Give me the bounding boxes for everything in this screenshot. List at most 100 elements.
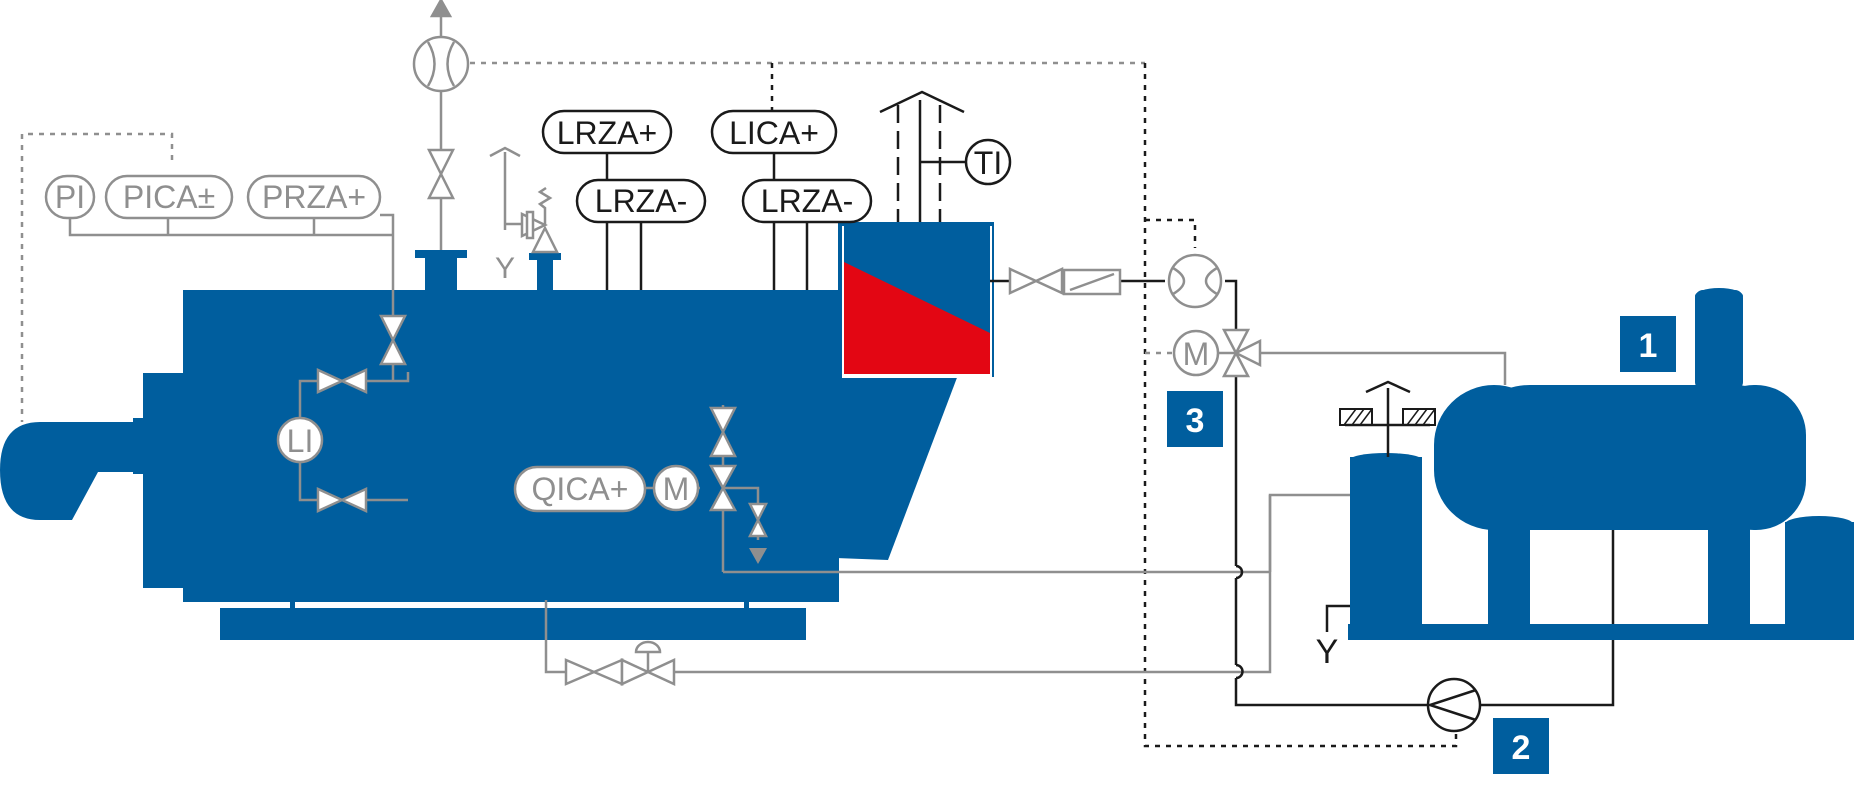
control-signal-lines — [20, 61, 1458, 748]
safety-valve-icon — [530, 225, 560, 254]
feed-line-meter-to-valve — [1225, 279, 1238, 330]
main-steam-nozzle — [425, 255, 457, 291]
badge-deaerator-box — [1620, 316, 1676, 372]
feed-water-line — [990, 253, 1615, 707]
tank-support-right — [1708, 525, 1750, 630]
bottom-blowdown — [544, 493, 1350, 686]
side-vessel — [1785, 522, 1854, 630]
lica-plus-bubble — [710, 109, 838, 155]
hatch-line — [1343, 408, 1357, 426]
level-instruments: LRZA+ LRZA- LICA+ LRZA- — [541, 109, 873, 290]
pressure-isolation-valve-icon — [378, 314, 408, 366]
safety-valve-flange — [529, 253, 561, 260]
pi-bubble — [44, 174, 96, 220]
steam-shutoff-valve-icon — [426, 148, 456, 200]
hatch-line — [1422, 408, 1436, 426]
feed-flow-meter-venturi — [1172, 266, 1218, 296]
level-gauge-assembly: LI — [270, 314, 410, 513]
burner-neck — [133, 418, 147, 474]
pump-suction-line — [1480, 530, 1615, 707]
badge-mixing-valve-box — [1167, 391, 1223, 447]
qica-plus-tag: QICA+ — [532, 471, 629, 507]
feed-line-crossover-2 — [1235, 663, 1244, 680]
feed-check-valve-icon — [1008, 267, 1064, 295]
condensate-vent-hood-icon — [1365, 380, 1411, 394]
badge-pump: 2 — [1493, 718, 1549, 774]
prza-bubble — [246, 174, 382, 220]
blowdown-control: QICA+ M — [513, 405, 1270, 574]
blowdown-upper-valve-icon — [708, 406, 738, 458]
mixing-valve-motor-icon — [1172, 329, 1220, 377]
pressure-impulse-line — [68, 215, 393, 237]
pressure-control-dotted-line — [20, 132, 174, 422]
vent-silencer-right-icon — [1402, 408, 1436, 426]
tank-drain-y-label: Y — [1316, 633, 1339, 671]
feed-flow-meter-icon — [1167, 253, 1223, 309]
feed-pump-icon — [1426, 677, 1482, 733]
blowdown-motor-icon — [652, 464, 700, 512]
lica-plus-tag: LICA+ — [729, 115, 819, 151]
base-support-1 — [290, 598, 295, 610]
economizer-heat-section — [844, 262, 990, 374]
steam-outlet-arrow-icon — [429, 0, 453, 18]
safety-valve-nozzle — [537, 258, 553, 291]
lrza-plus-bubble — [541, 109, 673, 155]
badge-mixing-valve: 3 — [1167, 391, 1223, 447]
blowdown-side-valve-icon — [747, 502, 769, 538]
safety-valve-assembly — [489, 146, 560, 254]
badge-mixing-valve-number: 3 — [1186, 402, 1205, 440]
mixing-valve-side-port-icon — [1233, 338, 1262, 368]
blowdown-motor-tag: M — [663, 471, 690, 507]
pressure-impulse-drop — [380, 213, 395, 320]
pressure-instruments: PI PICA± PRZA+ — [44, 174, 395, 320]
blowdown-mid-valve-icon — [708, 464, 738, 512]
steam-flow-meter-icon — [412, 35, 470, 93]
deaerator-tank — [1348, 288, 1854, 640]
badge-deaerator-number: 1 — [1639, 327, 1658, 365]
badge-pump-box — [1493, 718, 1549, 774]
hatch-line — [1359, 408, 1373, 426]
main-steam-flange — [415, 250, 467, 258]
feed-pump-triangle — [1425, 688, 1477, 722]
lrza-minus-1-tag: LRZA- — [595, 183, 687, 219]
level-gauge-bottom-valve-icon — [316, 487, 368, 513]
steam-flow-meter-venturi — [426, 41, 456, 87]
steam-boiler — [0, 250, 958, 640]
li-tag: LI — [287, 423, 314, 459]
side-vessel-top — [1785, 516, 1853, 532]
condensate-vessel-top — [1350, 453, 1422, 467]
tank-vessel-left-cap — [1434, 385, 1554, 530]
safety-valve-y-label: Y — [495, 252, 515, 285]
badge-pump-number: 2 — [1512, 729, 1531, 767]
level-gauge-top-valve-icon — [316, 368, 368, 394]
blowdown-drain-arrow-icon — [749, 548, 767, 564]
condensate-vent — [1339, 380, 1436, 457]
feed-line-to-pump — [1234, 678, 1428, 707]
steam-outlet-line — [412, 0, 470, 250]
li-bottom-line — [298, 462, 408, 502]
pi-tag: PI — [55, 179, 85, 215]
tank-drain-line — [1325, 604, 1350, 632]
bottom-blowdown-valve-2-icon — [620, 658, 676, 686]
safety-valve-flange-icon — [525, 210, 535, 240]
lrza-plus-tag: LRZA+ — [557, 115, 657, 151]
burner-housing — [0, 422, 135, 520]
flue-stack — [879, 90, 966, 222]
hatch-line — [1351, 408, 1365, 426]
feed-flow-dotted-line — [1145, 218, 1197, 248]
boiler-front-flange — [143, 373, 185, 588]
tank-support-left — [1488, 525, 1530, 630]
prza-plus-tag: PRZA+ — [262, 179, 366, 215]
feed-control-dotted-loop — [1143, 63, 1458, 748]
boiler-base-frame — [220, 608, 806, 640]
hatch-line — [1414, 408, 1428, 426]
mixing-valve-motor-tag: M — [1183, 336, 1210, 372]
base-support-2 — [744, 598, 749, 610]
deaerator-dome — [1695, 290, 1743, 390]
tank-base-frame — [1348, 624, 1854, 640]
mixing-valve-assembly: M — [1172, 328, 1507, 385]
bottom-blowdown-valve-1-icon — [564, 658, 624, 686]
qica-bubble — [513, 465, 647, 513]
deaerator-recirculation-line — [1258, 351, 1507, 385]
